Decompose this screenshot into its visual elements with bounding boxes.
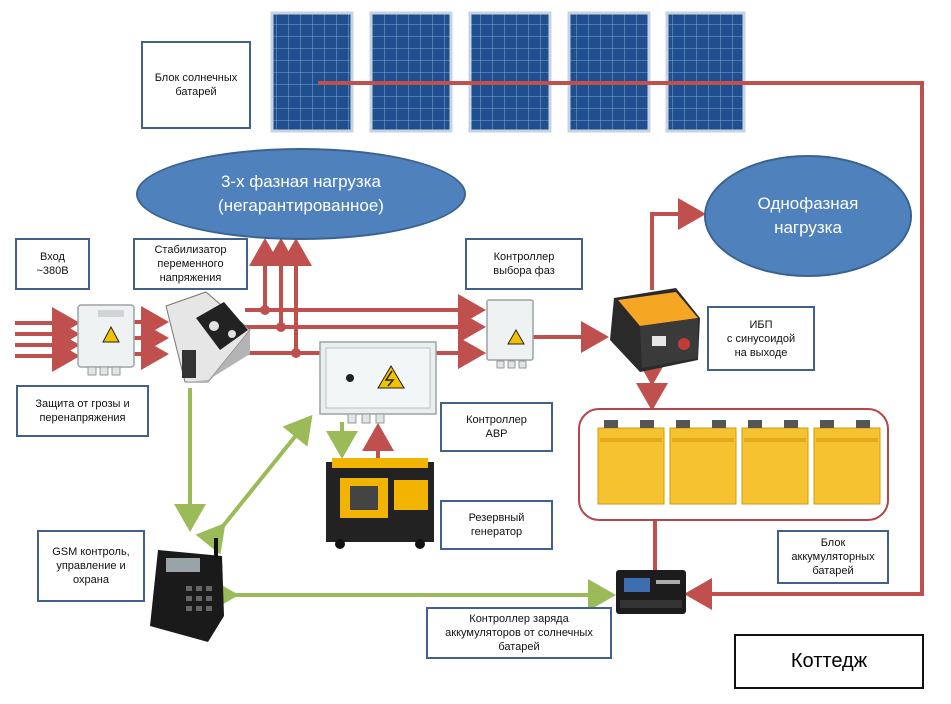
battery-2 (669, 420, 737, 505)
gsm-device (150, 538, 224, 642)
solar-panel-1 (270, 11, 354, 133)
batteries (597, 420, 881, 505)
generator-device (326, 458, 434, 549)
ups-label: ИБП с синусоидой на выходе (707, 306, 815, 371)
solar-bus-line (318, 81, 924, 610)
avr-controller-label: Контроллер АВР (440, 402, 553, 452)
solar-panel-5 (665, 11, 746, 133)
stabilizer-label: Стабилизатор переменного напряжения (133, 238, 248, 290)
solar-panel-2 (369, 11, 453, 133)
protection-label: Защита от грозы и перенапряжения (16, 385, 149, 437)
solar-panels (270, 11, 746, 133)
charge-controller-device (616, 570, 686, 614)
battery-1 (597, 420, 665, 505)
input-label: Вход ~380В (15, 238, 90, 290)
phase-controller-label: Контроллер выбора фаз (465, 238, 583, 290)
cottage-label: Коттедж (734, 634, 924, 689)
three-phase-load-ellipse: 3-х фазная нагрузка (негарантированное) (136, 148, 466, 240)
battery-4 (813, 420, 881, 505)
ups-device (610, 288, 700, 372)
battery-block-label: Блок аккумуляторных батарей (777, 530, 889, 584)
reserve-generator-label: Резервный генератор (440, 500, 553, 550)
avr-cabinet (319, 341, 437, 424)
control-lines (174, 388, 616, 611)
ups-load-line (650, 198, 706, 290)
phase-controller-device (486, 299, 534, 369)
single-phase-load-ellipse: Однофазная нагрузка (704, 155, 912, 277)
solar-block-label: Блок солнечных батарей (141, 41, 251, 129)
stabilizer-device (165, 291, 251, 383)
junction-dots (260, 305, 301, 358)
solar-panel-3 (468, 11, 552, 133)
gsm-avr-line (195, 414, 313, 555)
gsm-label: GSM контроль, управление и охрана (37, 530, 145, 602)
solar-panel-4 (567, 11, 651, 133)
charge-controller-label: Контроллер заряда аккумуляторов от солне… (426, 607, 612, 659)
protection-device (77, 304, 135, 376)
battery-3 (741, 420, 809, 505)
